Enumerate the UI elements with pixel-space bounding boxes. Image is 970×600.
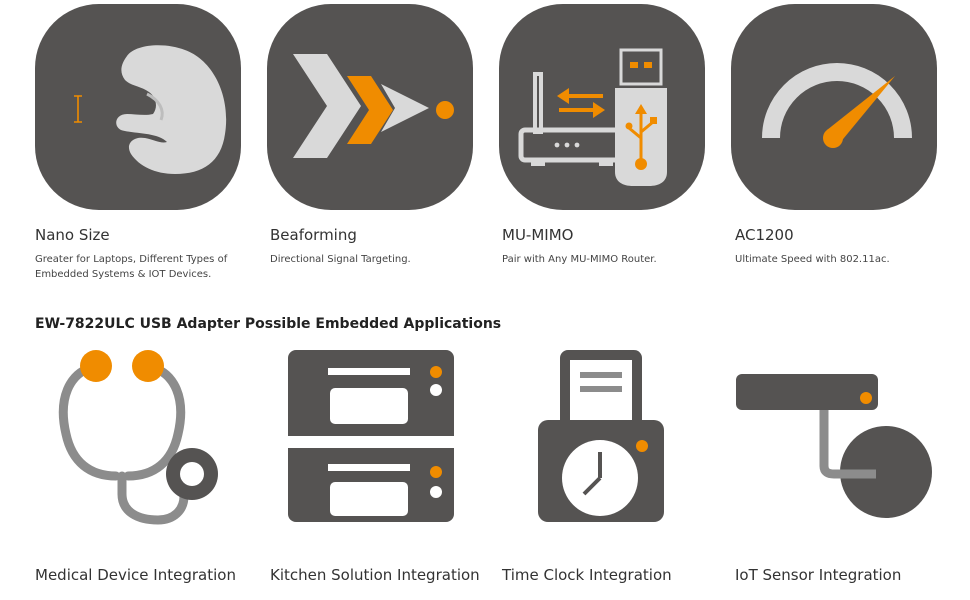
feature-title-nano-size: Nano Size — [35, 226, 110, 244]
app-label-iot-sensor: IoT Sensor Integration — [735, 566, 902, 584]
app-label-medical: Medical Device Integration — [35, 566, 236, 584]
kitchen-cabinet-icon — [288, 350, 454, 522]
mu-mimo-router-usb-icon — [499, 4, 705, 210]
feature-title-mu-mimo: MU-MIMO — [502, 226, 574, 244]
section-heading: EW-7822ULC USB Adapter Possible Embedded… — [35, 316, 502, 332]
app-label-time-clock: Time Clock Integration — [502, 566, 672, 584]
iot-sensor-icon — [736, 372, 936, 526]
feature-title-ac1200: AC1200 — [735, 226, 794, 244]
feature-desc-mu-mimo: Pair with Any MU-MIMO Router. — [502, 254, 657, 265]
feature-title-beamforming: Beaforming — [270, 226, 357, 244]
feature-desc-beamforming: Directional Signal Targeting. — [270, 254, 411, 265]
time-clock-icon — [538, 350, 664, 522]
feature-desc-ac1200: Ultimate Speed with 802.11ac. — [735, 254, 890, 265]
speed-gauge-icon — [731, 4, 937, 210]
nano-size-hand-icon — [35, 4, 241, 210]
app-label-kitchen: Kitchen Solution Integration — [270, 566, 480, 584]
beamforming-chevrons-icon — [267, 4, 473, 210]
feature-desc-nano-size: Greater for Laptops, Different Types of … — [35, 254, 228, 280]
stethoscope-icon — [50, 346, 230, 526]
